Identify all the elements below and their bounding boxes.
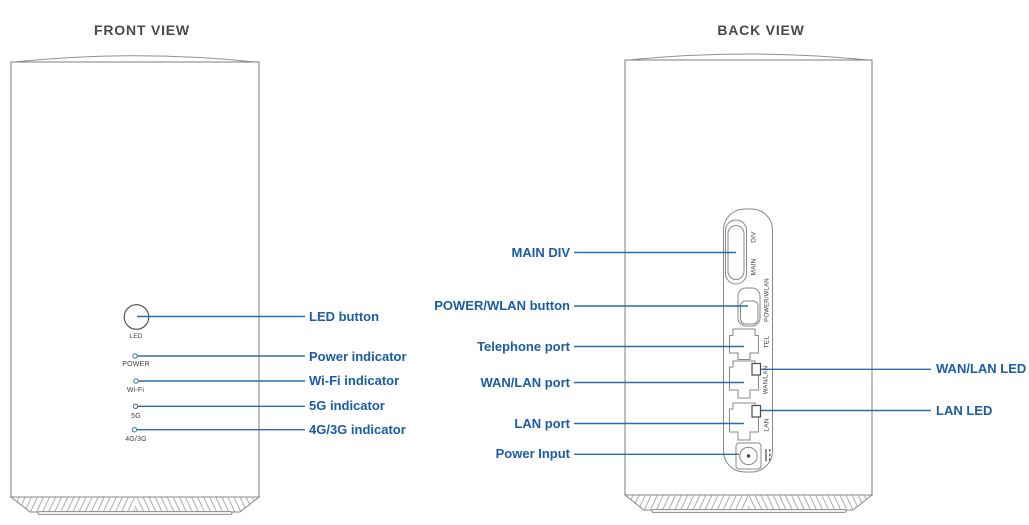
wifi-label: Wi-Fi <box>126 387 145 394</box>
back-port-panel <box>723 208 773 473</box>
front-base-vents <box>9 496 261 515</box>
power-indicator-dot <box>132 353 138 359</box>
callout-power-input: Power Input <box>495 446 570 462</box>
5g-indicator-dot <box>132 403 139 410</box>
main-port-label: MAIN <box>750 257 757 276</box>
callout-lan-led: LAN LED <box>936 402 993 418</box>
back-base-vents <box>623 494 874 513</box>
callout-power-wlan-button: POWER/WLAN button <box>434 298 570 313</box>
power-wlan-label: POWER/WLAN <box>764 278 770 322</box>
front-top-dome <box>14 55 256 63</box>
callout-lines <box>134 251 931 455</box>
back-view-title: BACK VIEW <box>717 22 805 38</box>
front-indicator-dots <box>131 353 139 433</box>
dc-power-icon <box>765 449 771 462</box>
front-device <box>9 55 261 515</box>
telephone-port-jack <box>729 328 759 360</box>
lan-led-square <box>751 404 762 418</box>
wifi-indicator-dot <box>133 378 139 384</box>
led-label: LED <box>129 333 143 340</box>
callout-main-div: MAIN DIV <box>511 244 571 260</box>
tel-port-label: TEL <box>763 335 770 349</box>
wan-lan-port-label: WAN/LAN <box>763 365 770 395</box>
callout-4g-3g-indicator: 4G/3G indicator <box>309 421 406 437</box>
callout-telephone-port: Telephone port <box>477 338 570 354</box>
wan-lan-led-square <box>751 362 762 376</box>
4g-3g-label: 4G/3G <box>125 435 147 443</box>
callout-wan-lan-port: WAN/LAN port <box>480 374 570 390</box>
4g-3g-indicator-dot <box>131 426 138 433</box>
callout-led-button: LED button <box>309 308 380 324</box>
back-top-dome <box>628 53 869 61</box>
lan-port-label: LAN <box>763 417 771 432</box>
callout-power-indicator: Power indicator <box>309 348 407 364</box>
callout-5g-indicator: 5G indicator <box>309 398 385 414</box>
front-view-title: FRONT VIEW <box>94 22 190 38</box>
power-label: POWER <box>122 361 150 368</box>
callout-wifi-indicator: Wi-Fi indicator <box>309 373 400 388</box>
power-input-jack <box>735 442 762 470</box>
power-wlan-button <box>737 287 761 327</box>
div-port-label: DIV <box>750 231 757 243</box>
back-device <box>623 53 874 513</box>
callout-wan-lan-led: WAN/LAN LED <box>936 361 1027 377</box>
5g-label: 5G <box>131 412 141 420</box>
callout-lan-port: LAN port <box>514 415 570 431</box>
